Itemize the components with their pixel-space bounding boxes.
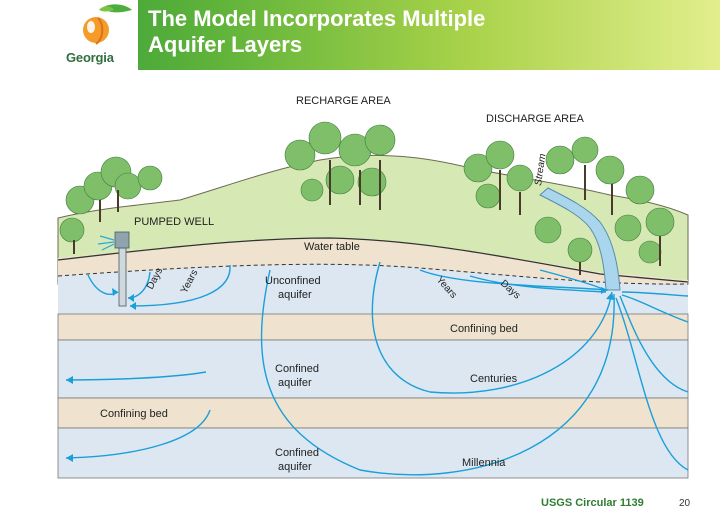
confined-aquifer-upper-label-2: aquifer xyxy=(278,377,312,389)
pump-icon xyxy=(114,231,130,249)
flow-line-centuries xyxy=(371,261,613,394)
title-line-1: The Model Incorporates Multiple xyxy=(148,6,486,31)
footer-source: USGS Circular 1139 xyxy=(541,497,644,509)
water-spray-icon xyxy=(97,235,115,251)
water-table-dashed xyxy=(57,263,689,285)
water-table-label: Water table xyxy=(304,241,360,253)
stream-label: Stream xyxy=(533,153,548,186)
recharge-area-label: RECHARGE AREA xyxy=(296,95,391,107)
unconfined-aquifer-label-2: aquifer xyxy=(278,289,312,301)
confined-aquifer-lower-layer xyxy=(57,427,689,479)
pumped-well-label: PUMPED WELL xyxy=(134,216,214,228)
millennia-label: Millennia xyxy=(462,457,506,469)
discharge-area-label: DISCHARGE AREA xyxy=(486,113,584,125)
confined-aquifer-upper-label-1: Confined xyxy=(275,363,319,375)
flow-line-recharge-b xyxy=(469,275,607,293)
page-number: 20 xyxy=(679,498,691,509)
logo-text: Georgia xyxy=(66,50,114,65)
flow-line-right-2 xyxy=(621,294,689,323)
flow-line-millennia xyxy=(260,269,615,476)
unconfined-aquifer-layer xyxy=(58,264,688,316)
confining-bed-upper-label: Confining bed xyxy=(450,323,518,335)
confined-aquifer-lower-label-2: aquifer xyxy=(278,461,312,473)
centuries-label: Centuries xyxy=(470,373,518,385)
confining-bed-lower-label: Confining bed xyxy=(100,408,168,420)
flow-line-lower-left xyxy=(65,409,211,459)
flow-line-right-3 xyxy=(619,295,689,393)
flow-line-well-far xyxy=(129,264,231,307)
flow-line-right-4 xyxy=(615,297,689,471)
water-table-line xyxy=(57,237,689,283)
confined-aquifer-lower-label-1: Confined xyxy=(275,447,319,459)
tree-icons xyxy=(59,121,675,275)
flow-line-confined-left xyxy=(65,371,207,381)
georgia-logo: Georgia xyxy=(0,0,138,70)
flow-line-right-1 xyxy=(621,291,689,297)
unconfined-aquifer-label-1: Unconfined xyxy=(265,275,321,287)
flow-arrowheads xyxy=(66,287,614,462)
peach-icon xyxy=(83,4,132,45)
stream-channel xyxy=(539,187,621,291)
confined-aquifer-upper-layer xyxy=(57,339,689,399)
title-line-2: Aquifer Layers xyxy=(148,32,303,57)
pumped-well-casing xyxy=(118,247,127,307)
